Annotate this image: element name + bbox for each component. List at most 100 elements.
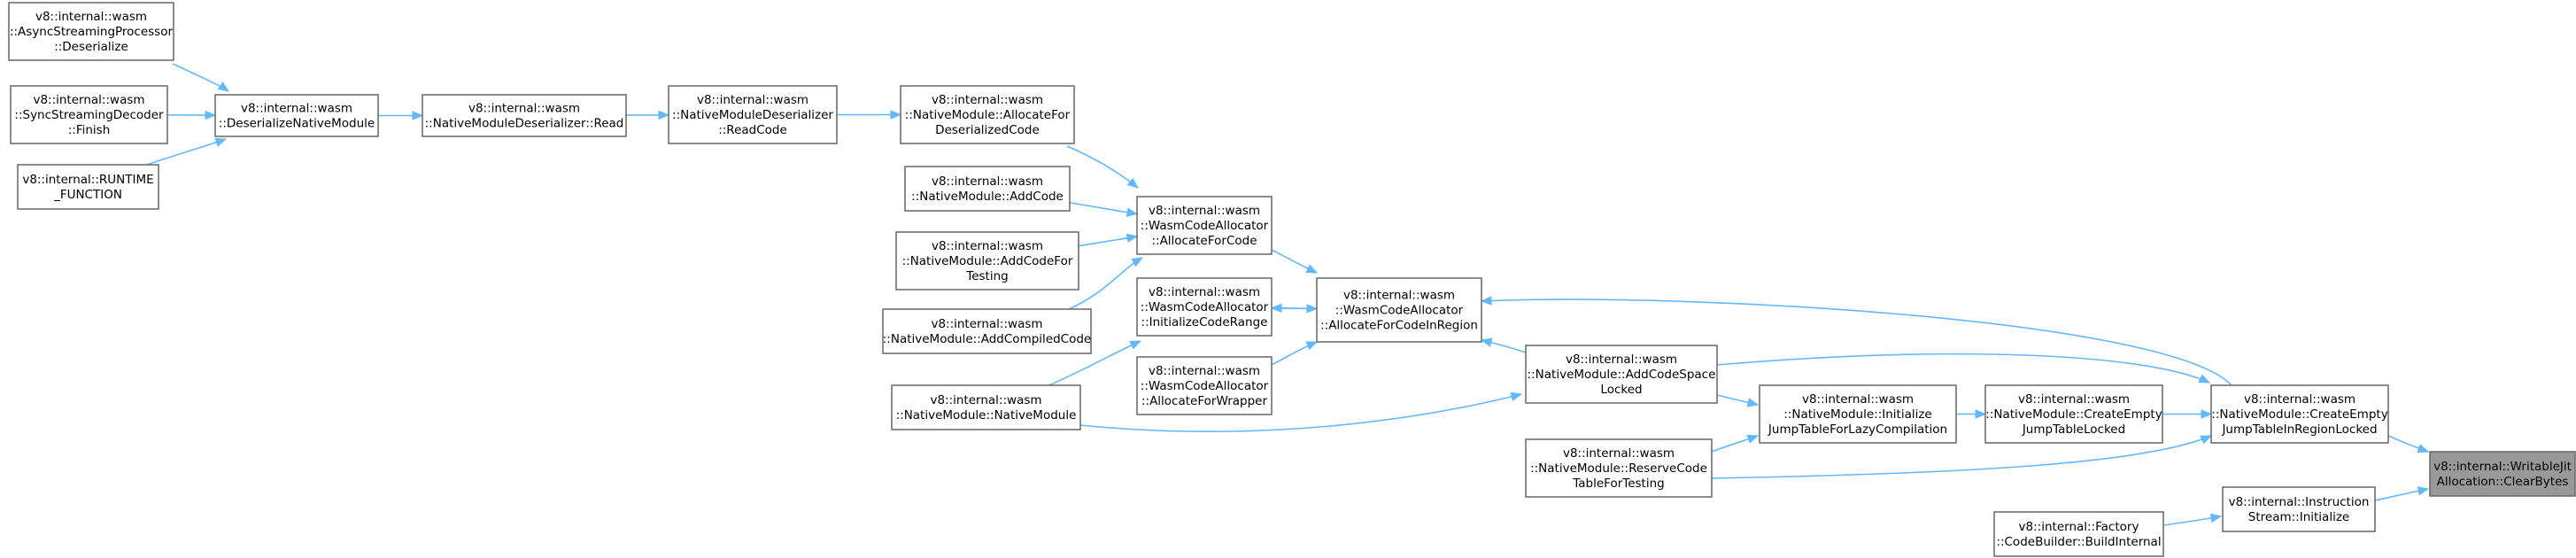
node-nm_createjt_region[interactable]: v8::internal::wasm::NativeModule::Create… <box>2210 384 2389 444</box>
node-label-line: v8::internal::RUNTIME <box>22 173 153 187</box>
edge-arrowhead <box>1746 434 1760 444</box>
node-box <box>214 94 379 137</box>
node-nm_addcode_testing[interactable]: v8::internal::wasm::NativeModule::AddCod… <box>895 231 1079 291</box>
node-label-line: v8::internal::wasm <box>931 317 1042 331</box>
node-label-line: Testing <box>965 269 1008 283</box>
edge-nmd_read-to-nmd_readcode <box>625 110 670 120</box>
edge-arrowhead <box>214 137 228 147</box>
edge-nm_createjt_region-to-writable_clear <box>2387 435 2430 453</box>
node-label-line: v8::internal::wasm <box>932 239 1043 253</box>
node-label-line: ::AllocateForCodeInRegion <box>1320 318 1478 332</box>
node-deser_native[interactable]: v8::internal::wasm::DeserializeNativeMod… <box>214 94 379 137</box>
edge-nm_reserve-to-nm_initjt <box>1711 434 1760 453</box>
edge-nm_reserve-to-nm_createjt_region <box>1711 435 2213 479</box>
node-label-line: JumpTableLocked <box>2022 422 2125 437</box>
node-nm_initjt[interactable]: v8::internal::wasm::NativeModule::Initia… <box>1759 384 1957 444</box>
node-label-line: ::NativeModule::AllocateFor <box>905 108 1071 122</box>
edge-wca_allocforcode-to-wca_allocregion <box>1271 249 1319 274</box>
node-label-line: ::NativeModule::Initialize <box>1783 407 1932 422</box>
node-nm_createjt[interactable]: v8::internal::wasm::NativeModule::Create… <box>1984 384 2163 444</box>
node-label-line: ::NativeModule::AddCodeSpace <box>1528 368 1716 382</box>
node-label-line: v8::internal::wasm <box>2018 392 2130 407</box>
node-label-line: ::NativeModule::AddCodeFor <box>902 254 1073 268</box>
edge-nm_addcodespace-to-wca_allocregion <box>1480 337 1527 353</box>
node-wca_allocwrapper[interactable]: v8::internal::wasm::WasmCodeAllocator::A… <box>1136 356 1273 415</box>
node-box <box>895 231 1079 291</box>
edge-sync_finish-to-deser_native <box>166 110 217 120</box>
node-label-line: v8::internal::wasm <box>932 174 1043 189</box>
node-writable_clear[interactable]: v8::internal::WritableJitAllocation::Cle… <box>2429 451 2576 497</box>
edge-nm_addcodespace-to-nm_initjt <box>1716 394 1760 407</box>
node-nm_reserve[interactable]: v8::internal::wasm::NativeModule::Reserv… <box>1525 438 1713 498</box>
node-box <box>10 85 168 144</box>
edge-arrowhead <box>1270 303 1282 314</box>
node-wca_allocregion[interactable]: v8::internal::wasm::WasmCodeAllocator::A… <box>1316 277 1482 343</box>
edge-line <box>1044 340 1141 388</box>
node-label-line: v8::internal::wasm <box>1563 446 1675 461</box>
node-label-line: DeserializedCode <box>935 123 1040 137</box>
node-box <box>1984 384 2163 444</box>
node-box <box>2210 384 2389 444</box>
edge-arrowhead <box>2417 444 2430 453</box>
node-nm_alloc_deser[interactable]: v8::internal::wasm::NativeModule::Alloca… <box>900 85 1075 144</box>
edge-arrowhead <box>2198 374 2211 384</box>
node-label-line: ::NativeModule::NativeModule <box>896 408 1077 422</box>
edge-arrowhead <box>2209 513 2223 523</box>
edge-arrowhead <box>1480 296 1492 306</box>
node-sync_finish[interactable]: v8::internal::wasm::SyncStreamingDecoder… <box>10 85 168 144</box>
node-label-line: ::WasmCodeAllocator <box>1141 300 1269 314</box>
node-label-line: v8::internal::wasm <box>1566 353 1677 367</box>
node-async_deser[interactable]: v8::internal::wasm::AsyncStreamingProces… <box>8 2 174 61</box>
node-nmd_readcode[interactable]: v8::internal::wasm::NativeModuleDeserial… <box>668 85 838 144</box>
edge-deser_native-to-nmd_read <box>378 111 424 120</box>
node-factory_build[interactable]: v8::internal::Factory::CodeBuilder::Buil… <box>1993 511 2164 557</box>
node-nmd_read[interactable]: v8::internal::wasm::NativeModuleDeserial… <box>422 94 627 137</box>
node-box <box>8 2 174 61</box>
node-instr_init[interactable]: v8::internal::InstructionStream::Initial… <box>2222 486 2376 532</box>
node-nm_addcode[interactable]: v8::internal::wasm::NativeModule::AddCod… <box>904 166 1071 212</box>
edge-arrowhead <box>412 111 424 120</box>
node-box <box>422 94 627 137</box>
node-runtime_fn[interactable]: v8::internal::RUNTIME_FUNCTION <box>17 164 159 210</box>
node-label-line: ::NativeModule::CreateEmpty <box>2211 407 2387 422</box>
node-box <box>882 308 1092 354</box>
edge-line <box>1716 353 2210 384</box>
node-label-line: v8::internal::wasm <box>2244 392 2356 407</box>
edge-line <box>1069 201 1138 215</box>
edge-nm_initjt-to-nm_createjt <box>1956 409 1987 419</box>
edge-nm_nativemodule-to-nm_addcodespace <box>1079 391 1523 432</box>
edge-arrowhead <box>1126 177 1140 189</box>
edge-arrowhead <box>2201 409 2213 419</box>
node-label-line: ::ReadCode <box>718 123 787 137</box>
node-label-line: v8::internal::wasm <box>33 93 144 107</box>
node-label-line: TableForTesting <box>1572 477 1664 491</box>
node-box <box>1136 356 1273 415</box>
node-label-line: v8::internal::wasm <box>1149 204 1260 218</box>
node-wca_initrange[interactable]: v8::internal::wasm::WasmCodeAllocator::I… <box>1136 277 1273 337</box>
node-label-line: ::InitializeCodeRange <box>1141 315 1268 329</box>
edge-nm_nativemodule-to-wca_initrange <box>1044 340 1142 388</box>
node-nm_nativemodule[interactable]: v8::internal::wasm::NativeModule::Native… <box>891 384 1081 430</box>
node-label-line: ::NativeModule::ReserveCode <box>1530 461 1707 476</box>
node-label-line: v8::internal::wasm <box>930 393 1041 407</box>
node-label-line: ::AllocateForWrapper <box>1141 394 1267 408</box>
edge-arrowhead <box>1131 257 1144 267</box>
node-label-line: v8::internal::wasm <box>241 101 352 115</box>
edge-line <box>1066 145 1139 189</box>
node-box <box>891 384 1081 430</box>
edge-factory_build-to-instr_init <box>2162 513 2223 526</box>
node-label-line: v8::internal::wasm <box>468 101 580 115</box>
node-label-line: v8::internal::Factory <box>2019 520 2139 534</box>
edge-nm_alloc_deser-to-wca_allocforcode <box>1066 145 1140 189</box>
edge-arrowhead <box>1975 409 1987 419</box>
node-label-line: Stream::Initialize <box>2248 510 2349 524</box>
node-label-line: v8::internal::Instruction <box>2229 495 2370 509</box>
edge-arrowhead <box>217 81 230 92</box>
node-box <box>668 85 838 144</box>
node-nm_addcompiled[interactable]: v8::internal::wasm::NativeModule::AddCom… <box>882 308 1092 354</box>
node-label-line: ::NativeModule::AddCode <box>911 190 1064 204</box>
node-label-line: ::WasmCodeAllocator <box>1141 219 1269 233</box>
node-nm_addcodespace[interactable]: v8::internal::wasm::NativeModule::AddCod… <box>1525 345 1718 404</box>
node-wca_allocforcode[interactable]: v8::internal::wasm::WasmCodeAllocator::A… <box>1136 196 1273 255</box>
